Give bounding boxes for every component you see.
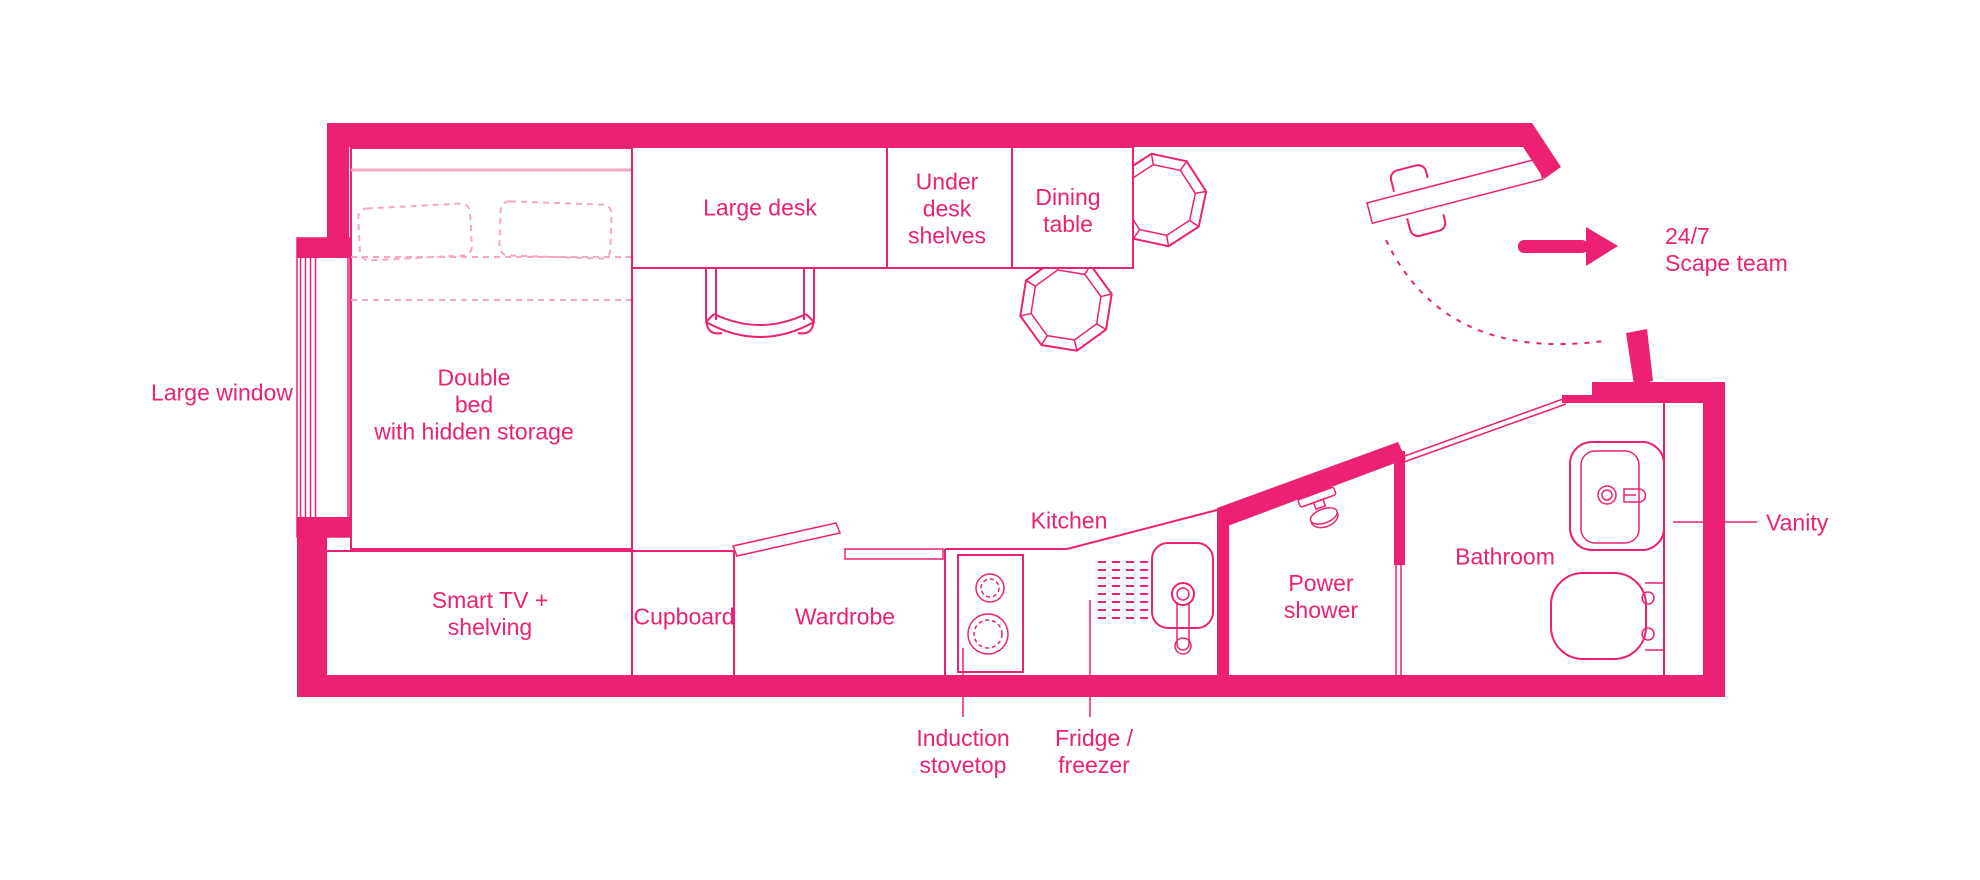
fridge-freezer-icon [1098, 561, 1152, 619]
left-wall-upper [327, 123, 349, 238]
label-induction-stovetop: Induction stovetop [916, 725, 1010, 778]
label-large-desk: Large desk [703, 194, 817, 221]
exit-arrow-icon [1518, 227, 1618, 266]
shower-right-wall [1394, 451, 1405, 565]
bathroom-right-wall [1703, 382, 1725, 697]
door-handle-icon [1389, 164, 1429, 193]
glass-partition-line [1403, 403, 1567, 463]
dining-chair-icon [1015, 254, 1117, 356]
door-handle-icon [1406, 213, 1447, 237]
label-dining-table: Dining table [1035, 184, 1101, 237]
label-power-shower: Power shower [1283, 570, 1359, 623]
desk-chair-icon [705, 268, 815, 338]
pillow-icon [357, 202, 473, 262]
bathroom-sink-icon [1569, 441, 1665, 551]
wardrobe-open-door-icon [731, 522, 842, 557]
shower-head-icon [1297, 484, 1339, 529]
bathroom-door-stub [1626, 329, 1653, 385]
label-fridge-freezer: Fridge / freezer [1055, 725, 1133, 778]
kitchen-counter [944, 509, 1218, 675]
shower-left-wall [1217, 508, 1229, 675]
label-kitchen: Kitchen [1030, 507, 1108, 534]
label-double-bed: Double bed with hidden storage [374, 364, 574, 445]
label-bathroom: Bathroom [1455, 543, 1555, 570]
kitchen-sink-icon [1151, 542, 1214, 655]
left-wall-lower [297, 537, 327, 697]
glass-partition-line [1401, 398, 1564, 458]
pillow-icon [498, 200, 613, 260]
label-scape-team: 24/7 Scape team [1665, 223, 1788, 276]
label-cupboard: Cupboard [633, 603, 735, 630]
entrance-door-icon [1366, 157, 1544, 237]
induction-stovetop-icon [957, 554, 1024, 673]
label-large-window: Large window [151, 379, 293, 406]
label-under-desk-shelves: Under desk shelves [908, 168, 986, 249]
label-vanity: Vanity [1766, 509, 1829, 536]
bathroom-wall-step [1562, 395, 1594, 403]
wardrobe-sliding-door-icon [844, 548, 944, 560]
top-wall [327, 123, 1561, 179]
label-wardrobe: Wardrobe [794, 603, 896, 630]
shower-slanted-wall [1217, 442, 1406, 527]
label-smart-tv: Smart TV + shelving [431, 587, 549, 640]
double-bed-icon [350, 147, 633, 550]
bathroom-top-wall [1592, 382, 1725, 403]
bottom-wall [297, 675, 1725, 697]
door-swing-arc [1385, 239, 1605, 345]
toilet-icon [1550, 572, 1664, 660]
large-window-icon [296, 237, 351, 538]
